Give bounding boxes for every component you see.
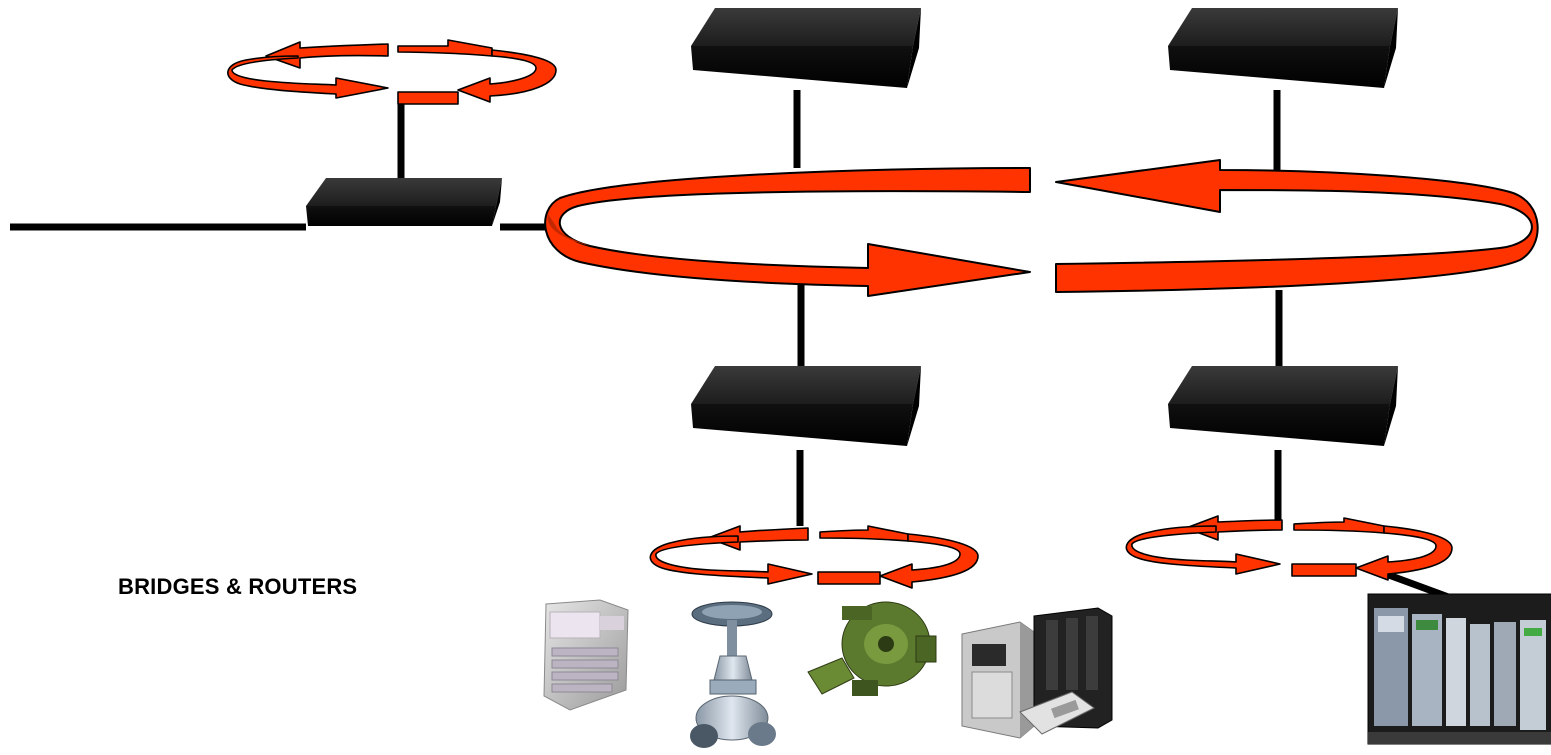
bridge-router-top-center bbox=[691, 8, 921, 88]
bridge-router-bottom-right bbox=[1168, 366, 1398, 446]
lower-right-ring bbox=[1125, 515, 1453, 581]
network-box-icon bbox=[306, 178, 502, 226]
bridge-router-left bbox=[306, 178, 502, 226]
bridge-router-top-right bbox=[1168, 8, 1398, 88]
drive-controller-device bbox=[961, 607, 1113, 739]
backbone-ring-right-band bbox=[1055, 159, 1539, 293]
variable-drive-icon bbox=[961, 607, 1113, 739]
lower-center-ring bbox=[649, 525, 979, 589]
diagram-caption: BRIDGES & ROUTERS bbox=[118, 574, 358, 599]
upper-left-ring bbox=[227, 39, 557, 105]
ring-arrows-icon bbox=[227, 39, 557, 105]
lower-right-ring-left-band bbox=[1185, 515, 1283, 541]
network-box-icon bbox=[1168, 366, 1398, 446]
hvac-unit-icon bbox=[543, 599, 629, 711]
plc-rack-icon bbox=[1367, 593, 1551, 745]
ring-arrows-icon bbox=[544, 159, 1539, 297]
network-box-icon bbox=[691, 366, 921, 446]
ring-arrows-icon bbox=[1125, 515, 1453, 581]
lower-center-ring-left-band bbox=[707, 525, 809, 551]
lower-center-ring-right-band bbox=[819, 525, 909, 542]
upper-left-ring-right-band bbox=[397, 39, 493, 57]
network-box-icon bbox=[1168, 8, 1398, 88]
plc-rack-device bbox=[1367, 593, 1551, 745]
ring-arrows-icon bbox=[649, 525, 979, 589]
backbone-ring bbox=[544, 159, 1539, 297]
network-box-icon bbox=[691, 8, 921, 88]
backbone-ring-shade bbox=[547, 214, 590, 246]
pump-icon bbox=[807, 601, 937, 696]
pump-device bbox=[807, 601, 937, 696]
bridge-router-bottom-center bbox=[691, 366, 921, 446]
valve-icon bbox=[690, 601, 776, 748]
gate-valve-device bbox=[690, 601, 776, 748]
lower-right-ring-right-band bbox=[1293, 517, 1385, 534]
hvac-grille-device bbox=[543, 599, 629, 711]
upper-left-ring-left-band bbox=[265, 41, 389, 69]
backbone-ring-left-band bbox=[544, 167, 1031, 297]
